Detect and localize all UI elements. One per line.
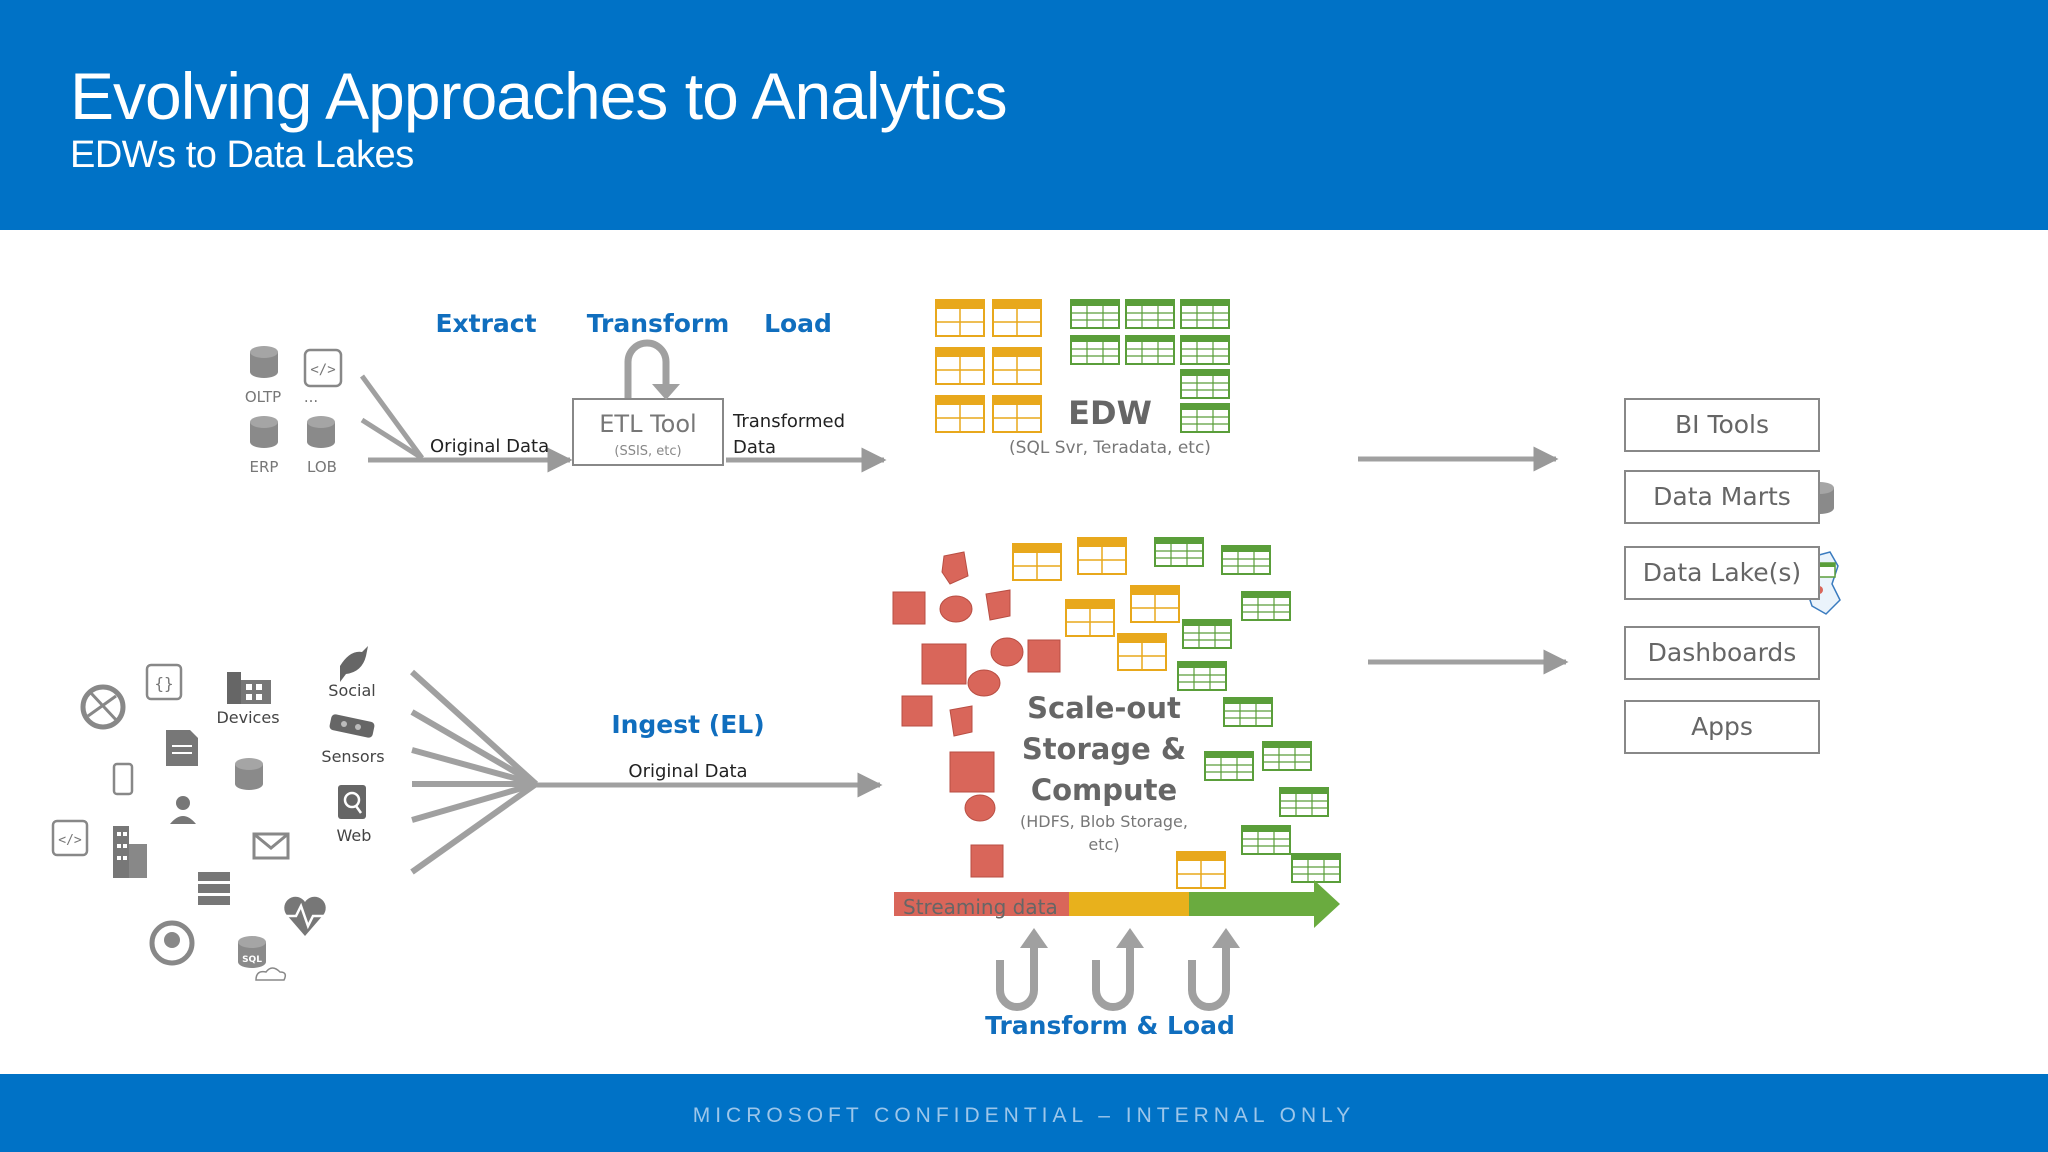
svg-text:{}: {} — [154, 674, 173, 693]
load-label: Load — [764, 309, 832, 338]
original-data-label-top: Original Data — [430, 436, 549, 457]
bird-icon — [340, 646, 368, 682]
extract-label: Extract — [435, 309, 536, 338]
lake-label-line2: Storage & — [1022, 732, 1186, 766]
ingest-label: Ingest (EL) — [611, 710, 764, 739]
social-label: Social — [328, 681, 375, 700]
devices-icon — [227, 672, 271, 704]
top-converging-lines — [359, 374, 425, 461]
transform-load-arrows — [996, 946, 1230, 1011]
confidential-notice: MICROSOFT CONFIDENTIAL – INTERNAL ONLY — [692, 1104, 1356, 1127]
lake-label-line1: Scale-out — [1027, 691, 1181, 725]
transformed-label-1: Transformed — [732, 411, 845, 432]
buildings-icon — [113, 826, 147, 878]
transformed-label-2: Data — [733, 437, 776, 458]
json-icon: {} — [145, 663, 183, 701]
devices-label: Devices — [216, 708, 279, 727]
edw-label: EDW — [1068, 394, 1152, 432]
database-icon-bottom — [235, 758, 263, 790]
apps-box: Apps — [1624, 700, 1820, 754]
lake-sub-line2: etc) — [1088, 835, 1119, 854]
svg-text:</>: </> — [310, 362, 335, 378]
page-title: Evolving Approaches to Analytics — [70, 59, 1008, 133]
github-icon — [149, 920, 195, 966]
edw-sub: (SQL Svr, Teradata, etc) — [1009, 438, 1211, 458]
sensor-icon — [329, 714, 375, 738]
mobile-phone-icon — [112, 762, 134, 796]
sensors-label: Sensors — [321, 747, 384, 766]
lob-label: LOB — [307, 458, 337, 476]
data-marts-box: Data Marts — [1624, 470, 1820, 524]
streaming-data-bar — [894, 880, 1340, 928]
user-icon — [170, 796, 196, 824]
code-icon-bottom: </> — [51, 819, 89, 857]
document-icon — [166, 730, 198, 766]
streaming-label: Streaming data — [903, 895, 1058, 919]
bottom-converging-lines — [409, 669, 539, 875]
original-data-label-bottom: Original Data — [628, 761, 747, 782]
bi-tools-box: BI Tools — [1624, 398, 1820, 452]
transform-label: Transform — [587, 309, 730, 338]
svg-text:</>: </> — [58, 833, 82, 848]
erp-label: ERP — [250, 458, 279, 476]
code-icon: </> — [303, 348, 343, 388]
raw-data-shapes — [892, 551, 1061, 878]
web-search-icon — [338, 785, 366, 819]
erp-database-icon — [250, 416, 278, 448]
ellipsis-label: ... — [304, 388, 318, 406]
transform-load-arrowheads — [1020, 928, 1240, 948]
lake-label-line3: Compute — [1031, 773, 1177, 807]
oltp-database-icon — [250, 346, 278, 378]
dashboards-box: Dashboards — [1624, 626, 1820, 680]
transform-loop-head — [652, 384, 680, 400]
lob-database-icon — [307, 416, 335, 448]
mail-icon — [252, 832, 290, 860]
oltp-label: OLTP — [245, 388, 281, 406]
page-subtitle: EDWs to Data Lakes — [70, 134, 414, 176]
transform-loop-arrow — [624, 339, 670, 398]
data-lakes-box: Data Lake(s) — [1624, 546, 1820, 600]
web-label: Web — [337, 826, 372, 845]
etl-tool-box — [572, 398, 724, 466]
transform-load-label: Transform & Load — [985, 1011, 1235, 1040]
heart-monitor-icon — [284, 896, 328, 936]
etl-tool-label: ETL Tool — [599, 410, 696, 438]
etl-tool-sub: (SSIS, etc) — [614, 444, 681, 459]
bottom-source-icons: {} Devices Social Sensors Web — [51, 646, 385, 981]
footer-band: MICROSOFT CONFIDENTIAL – INTERNAL ONLY — [0, 1074, 2048, 1152]
header-band: Evolving Approaches to Analytics EDWs to… — [0, 0, 2048, 230]
lake-sub-line1: (HDFS, Blob Storage, — [1020, 812, 1188, 831]
server-icon — [198, 872, 230, 905]
globe-icon — [80, 684, 126, 730]
sql-cloud-icon: SQL — [238, 936, 287, 981]
svg-text:SQL: SQL — [242, 955, 262, 965]
